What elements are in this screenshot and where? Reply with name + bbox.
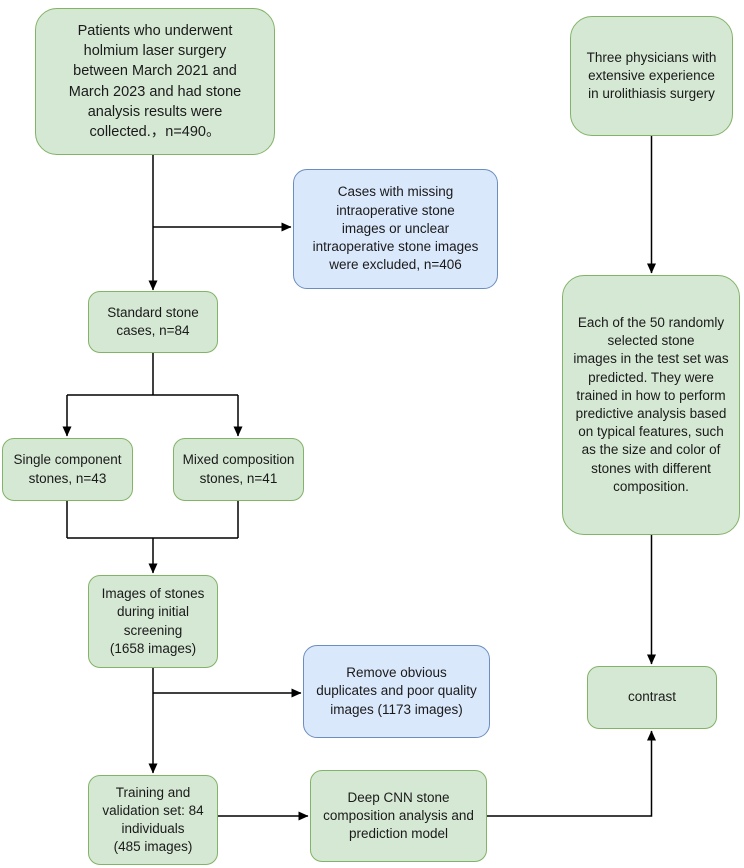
node-mixed-composition: Mixed composition stones, n=41 xyxy=(173,438,304,501)
node-patients-label: Patients who underwent holmium laser sur… xyxy=(68,22,242,141)
node-physician-prediction: Each of the 50 randomly selected stone i… xyxy=(562,275,740,535)
node-deep-cnn: Deep CNN stone composition analysis and … xyxy=(310,770,487,862)
node-standard-cases: Standard stone cases, n=84 xyxy=(88,291,218,353)
node-remove-duplicates: Remove obvious duplicates and poor quali… xyxy=(303,645,490,738)
node-deep-cnn-label: Deep CNN stone composition analysis and … xyxy=(323,789,474,842)
node-contrast-label: contrast xyxy=(627,689,677,705)
node-single-component: Single component stones, n=43 xyxy=(2,438,133,501)
node-training-set: Training and validation set: 84 individu… xyxy=(88,775,218,865)
node-single-component-label: Single component stones, n=43 xyxy=(13,452,122,486)
node-patients: Patients who underwent holmium laser sur… xyxy=(35,8,275,155)
connector-cnn-to-contrast xyxy=(487,730,656,817)
node-standard-cases-label: Standard stone cases, n=84 xyxy=(107,304,199,338)
connector-standard-split xyxy=(67,353,238,396)
node-excluded-missing: Cases with missing intraoperative stone … xyxy=(293,169,498,289)
node-physicians: Three physicians with extensive experien… xyxy=(570,16,733,136)
node-initial-screening: Images of stones during initial screenin… xyxy=(88,575,218,668)
node-physicians-label: Three physicians with extensive experien… xyxy=(586,49,717,102)
node-excluded-missing-label: Cases with missing intraoperative stone … xyxy=(312,184,479,273)
node-mixed-composition-label: Mixed composition stones, n=41 xyxy=(182,452,295,486)
node-initial-screening-label: Images of stones during initial screenin… xyxy=(101,586,205,656)
connector-merge xyxy=(66,501,239,539)
node-physician-prediction-label: Each of the 50 randomly selected stone i… xyxy=(573,314,729,494)
node-training-set-label: Training and validation set: 84 individu… xyxy=(102,784,204,855)
node-contrast: contrast xyxy=(587,666,717,729)
node-remove-duplicates-label: Remove obvious duplicates and poor quali… xyxy=(316,665,477,717)
